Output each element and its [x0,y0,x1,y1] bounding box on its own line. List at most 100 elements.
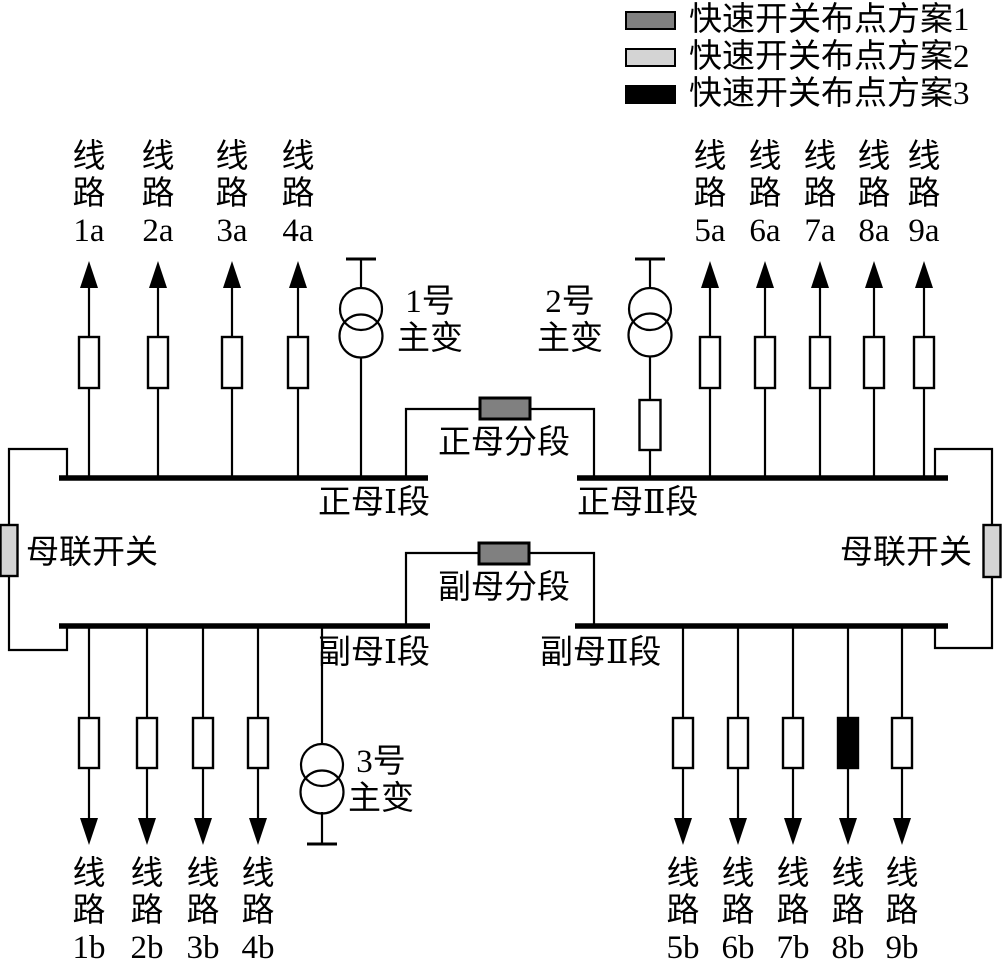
feeder-label-6b: 线 路 6b [721,856,755,960]
feeder-7a [808,261,832,478]
breaker-1b [77,716,101,770]
feeder-label-9b: 线 路 9b [885,856,919,960]
section-breaker-top [478,396,532,421]
breaker-7a [808,335,832,390]
arrow-icon-2a [149,261,167,288]
breaker-5b [671,716,695,770]
arrow-icon-3a [223,261,241,288]
bus-tie-right [933,447,1002,650]
breaker-1a [77,335,101,390]
feeder-3a [220,261,244,478]
tie-breaker-left [0,523,19,578]
transformer-2-label: 2号 主变 [537,284,603,357]
bus-label-bottom-right: 副母Ⅱ段 [540,635,662,671]
bus-section-top [404,396,596,478]
feeder-label-3a: 线 路 3a [215,139,249,249]
feeder-label-3b: 线 路 3b [186,856,220,960]
feeder-5a [698,261,722,478]
feeder-label-5a: 线 路 5a [693,139,727,249]
feeder-label-8a: 线 路 8a [857,139,891,249]
arrow-icon-4a [289,261,307,288]
feeder-label-5b: 线 路 5b [666,856,700,960]
feeder-label-8b: 线 路 8b [831,856,865,960]
legend-item-scheme3: 快速开关布点方案3 [625,76,970,112]
feeder-9b [890,626,914,845]
feeder-label-1a: 线 路 1a [72,139,106,249]
arrow-icon-4b [249,818,267,845]
bus-section-bottom [404,541,596,626]
feeder-label-7b: 线 路 7b [776,856,810,960]
arrow-icon-8a [865,261,883,288]
bus-label-top-right: 正母Ⅱ段 [577,485,699,521]
bus-label-top-left: 正母Ⅰ段 [318,485,431,521]
tie-label-right: 母联开关 [840,535,972,571]
bus-tie-left [0,447,69,652]
breaker-2a [146,335,170,390]
feeder-label-1b: 线 路 1b [72,856,106,960]
breaker-9a [912,335,936,390]
feeder-9a [912,261,936,478]
legend-swatch-scheme2 [625,47,676,67]
legend-item-scheme1: 快速开关布点方案1 [625,2,970,38]
transformer-3-label: 3号 主变 [348,744,414,817]
feeder-4b [246,626,270,845]
feeder-label-4b: 线 路 4b [241,856,275,960]
arrow-icon-9a [915,261,933,288]
transformer-2-breaker [638,398,662,452]
section-label-top: 正母分段 [438,425,570,461]
breaker-6a [753,335,777,390]
breaker-5a [698,335,722,390]
transformer-3-icon [299,742,345,788]
feeder-2b [135,626,159,845]
feeder-label-7a: 线 路 7a [803,139,837,249]
feeder-6b [726,626,750,845]
arrow-icon-9b [893,818,911,845]
feeder-3b [191,626,215,845]
breaker-7b [781,716,805,770]
breaker-8a [862,335,886,390]
breaker-4b [246,716,270,770]
bus-label-bottom-left: 副母Ⅰ段 [318,635,431,671]
arrow-icon-5b [674,818,692,845]
legend-label-scheme2: 快速开关布点方案2 [689,39,970,75]
legend-swatch-scheme3 [625,84,676,104]
arrow-icon-1a [80,261,98,288]
feeder-label-6a: 线 路 6a [748,139,782,249]
arrow-icon-6b [729,818,747,845]
arrow-icon-5a [701,261,719,288]
feeder-6a [753,261,777,478]
breaker-9b [890,716,914,770]
feeder-4a [286,261,310,478]
legend-item-scheme2: 快速开关布点方案2 [625,39,970,75]
section-label-bottom: 副母分段 [438,570,570,606]
feeder-label-2b: 线 路 2b [130,856,164,960]
transformer-1-icon [338,286,384,332]
arrow-icon-7b [784,818,802,845]
breaker-4a [286,335,310,390]
arrow-icon-2b [138,818,156,845]
feeder-1b [77,626,101,845]
feeder-8a [862,261,886,478]
transformer-1-label: 1号 主变 [397,284,463,357]
transformer-3 [299,626,345,846]
feeder-label-4a: 线 路 4a [281,139,315,249]
legend-swatch-scheme1 [625,10,676,30]
breaker-6b [726,716,750,770]
transformer-1 [338,257,384,478]
feeder-label-9a: 线 路 9a [907,139,941,249]
feeder-7b [781,626,805,845]
legend-label-scheme3: 快速开关布点方案3 [689,76,970,112]
arrow-icon-8b [839,818,857,845]
arrow-icon-1b [80,818,98,845]
feeder-label-2a: 线 路 2a [141,139,175,249]
transformer-2-icon [627,286,673,332]
feeder-5b [671,626,695,845]
breaker-8b [836,716,860,770]
arrow-icon-3b [194,818,212,845]
legend-label-scheme1: 快速开关布点方案1 [689,2,970,38]
feeder-8b [836,626,860,845]
feeder-2a [146,261,170,478]
feeder-1a [77,261,101,478]
